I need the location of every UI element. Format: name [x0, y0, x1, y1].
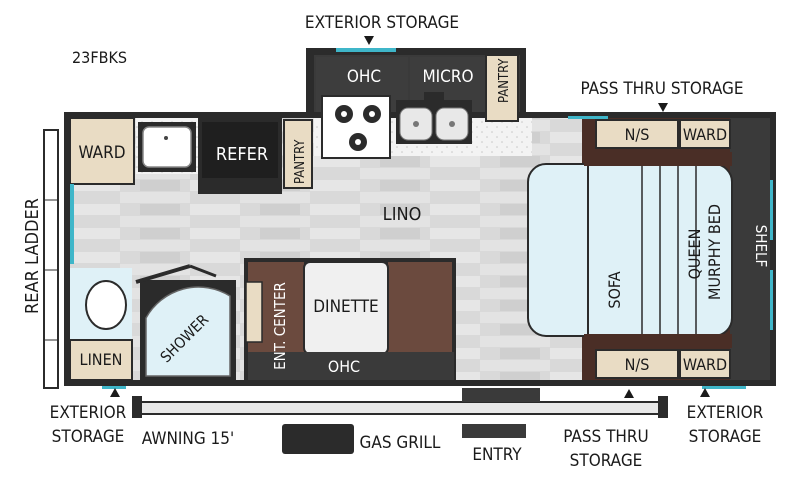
label-shelf: SHELF: [752, 225, 770, 268]
shower: [145, 286, 231, 377]
linen-cabinet: [69, 339, 133, 381]
label-sofa: SOFA: [605, 271, 624, 308]
model-name: 23FBKS: [72, 48, 127, 67]
pantry-kitchen: [283, 119, 313, 189]
label-refer: REFER: [216, 144, 268, 165]
label-pantry-top: PANTRY: [497, 58, 512, 103]
window-accents: [70, 48, 773, 389]
kitchen-sink: [396, 92, 472, 144]
label-entry: ENTRY: [472, 445, 522, 465]
stove-burners: [321, 95, 391, 159]
label-linen: LINEN: [80, 350, 123, 369]
label-ward-bottom-right: WARD: [683, 355, 727, 374]
bathroom: [69, 264, 236, 381]
label-exterior-left-1: EXTERIOR: [50, 403, 127, 423]
arrow-pass-thru-bottom-icon: [624, 389, 634, 398]
label-lino: LINO: [383, 204, 422, 225]
entry-step: [462, 388, 540, 402]
label-micro: MICRO: [422, 67, 473, 87]
label-rear-ladder: REAR LADDER: [22, 198, 43, 314]
label-gas-grill: GAS GRILL: [360, 433, 441, 453]
arrow-pass-thru-top-icon: [658, 103, 668, 112]
label-ohc-kitchen: OHC: [347, 67, 381, 87]
label-dinette: DINETTE: [313, 297, 378, 317]
front-bed-area: [527, 118, 770, 380]
label-murphy-bed: MURPHY BED: [705, 204, 724, 300]
arrow-exterior-storage-left-icon: [110, 388, 120, 397]
ward-rear: [69, 117, 135, 185]
arrow-exterior-storage-right-icon: [700, 388, 710, 397]
toilet: [85, 280, 127, 330]
arrow-exterior-storage-top-icon: [364, 36, 374, 45]
pantry-top: [485, 54, 519, 122]
label-awning: AWNING 15': [142, 429, 234, 449]
label-ns-bottom: N/S: [625, 355, 650, 374]
label-ward-rear: WARD: [78, 143, 125, 163]
label-pass-thru-storage-top: PASS THRU STORAGE: [580, 79, 743, 99]
label-ward-top-right: WARD: [683, 125, 727, 144]
label-exterior-right-2: STORAGE: [689, 427, 762, 447]
label-ent-center: ENT. CENTER: [271, 282, 289, 370]
label-pass-thru-bottom-1: PASS THRU: [563, 427, 649, 447]
label-pass-thru-bottom-2: STORAGE: [570, 451, 643, 471]
label-ohc-dinette: OHC: [328, 357, 360, 376]
dinette-area: [244, 258, 456, 384]
label-exterior-storage-top: EXTERIOR STORAGE: [305, 13, 459, 33]
label-exterior-right-1: EXTERIOR: [687, 403, 764, 423]
label-queen: QUEEN: [685, 229, 704, 280]
label-exterior-left-2: STORAGE: [52, 427, 125, 447]
bath-sink: [138, 122, 196, 172]
rear-ladder: [43, 129, 59, 389]
awning-rail: [132, 388, 668, 454]
label-ns-top: N/S: [625, 125, 650, 144]
label-pantry-kitchen: PANTRY: [293, 139, 308, 184]
gas-grill-icon: [282, 424, 354, 454]
indicator-arrows: [110, 36, 710, 398]
